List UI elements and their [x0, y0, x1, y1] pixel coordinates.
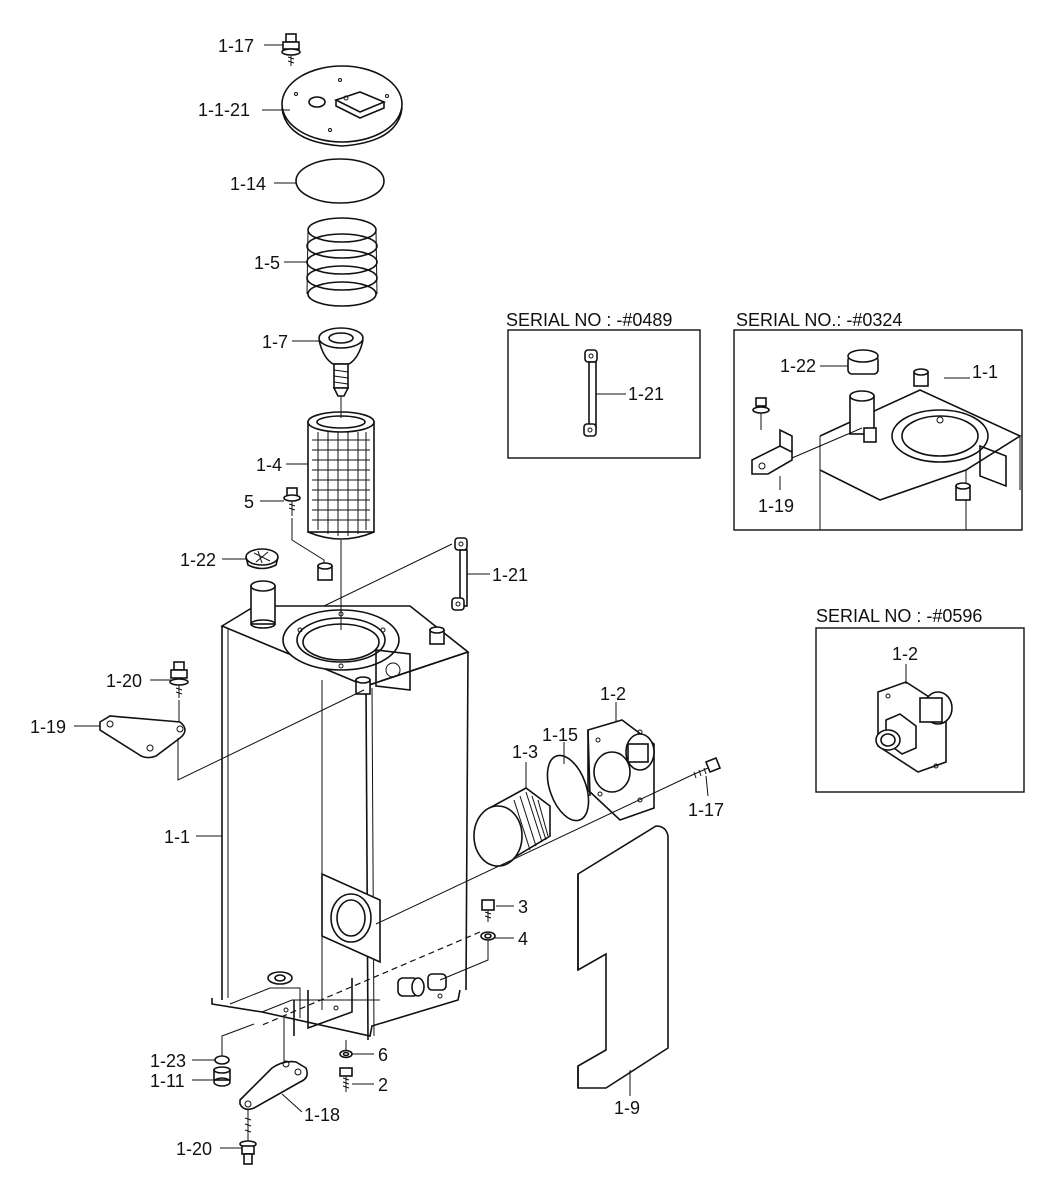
label-1-23: 1-23	[150, 1051, 186, 1071]
label-1-20-bottom: 1-20	[176, 1139, 212, 1159]
label-1-17-top: 1-17	[218, 36, 254, 56]
plate-1-9	[577, 825, 669, 1089]
label-2: 2	[378, 1075, 388, 1095]
label-1-15: 1-15	[542, 725, 578, 745]
hydraulic-tank	[211, 562, 470, 1041]
washer-6	[339, 1049, 353, 1059]
valve	[318, 327, 364, 397]
cover-plate	[281, 65, 403, 147]
bolt-1-17-right	[689, 756, 722, 779]
o-ring	[295, 158, 385, 204]
filter-element	[307, 411, 375, 540]
label-4: 4	[518, 929, 528, 949]
label-1-20-top: 1-20	[106, 671, 142, 691]
bolt-1-20-bottom	[239, 1110, 257, 1165]
bolt-1-17-top	[281, 33, 301, 66]
o-ring-1-15	[546, 754, 590, 822]
label-1-11: 1-11	[150, 1071, 185, 1091]
bolt-3	[481, 899, 495, 922]
bolt-2	[339, 1067, 353, 1092]
label-1-19: 1-19	[30, 717, 66, 737]
level-gauge	[451, 537, 468, 611]
label-1-17-right: 1-17	[688, 800, 724, 820]
label-1-5: 1-5	[254, 253, 280, 273]
return-cover	[587, 719, 655, 821]
spring	[306, 217, 378, 307]
inset2-part-1-1-label: 1-1	[972, 362, 998, 382]
inset2-serial-label: SERIAL NO.: -#0324	[736, 310, 902, 330]
inset3-serial-label: SERIAL NO : -#0596	[816, 606, 982, 626]
inset2-part-1-22-label: 1-22	[780, 356, 816, 376]
bracket-1-18	[239, 1060, 308, 1111]
inset-serial-0324: SERIAL NO.: -#0324 1-22 1-1 1-19	[733, 310, 1023, 531]
label-5: 5	[244, 492, 254, 512]
inset3-part-label: 1-2	[892, 644, 918, 664]
label-1-2: 1-2	[600, 684, 626, 704]
washer-4	[480, 931, 496, 941]
bolt-5	[283, 487, 301, 516]
cap-1-22	[245, 548, 279, 570]
inset-serial-0489: SERIAL NO : -#0489 1-21	[506, 310, 701, 459]
label-1-7: 1-7	[262, 332, 288, 352]
bolt-1-20-top	[169, 661, 189, 698]
label-1-22: 1-22	[180, 550, 216, 570]
inset1-part-label: 1-21	[628, 384, 664, 404]
o-ring-1-23	[214, 1055, 230, 1065]
label-1-9: 1-9	[614, 1098, 640, 1118]
label-1-14: 1-14	[230, 174, 266, 194]
label-1-1-21: 1-1-21	[198, 100, 250, 120]
label-1-3: 1-3	[512, 742, 538, 762]
label-1-18: 1-18	[304, 1105, 340, 1125]
inset2-part-1-19-label: 1-19	[758, 496, 794, 516]
label-1-21: 1-21	[492, 565, 528, 585]
label-6: 6	[378, 1045, 388, 1065]
label-1-1: 1-1	[164, 827, 190, 847]
inset1-serial-label: SERIAL NO : -#0489	[506, 310, 672, 330]
inset-serial-0596: SERIAL NO : -#0596 1-2	[815, 606, 1025, 793]
label-3: 3	[518, 897, 528, 917]
label-1-4: 1-4	[256, 455, 282, 475]
return-filter	[473, 787, 551, 867]
bracket-1-19	[99, 715, 186, 759]
plug-1-11	[213, 1066, 231, 1087]
